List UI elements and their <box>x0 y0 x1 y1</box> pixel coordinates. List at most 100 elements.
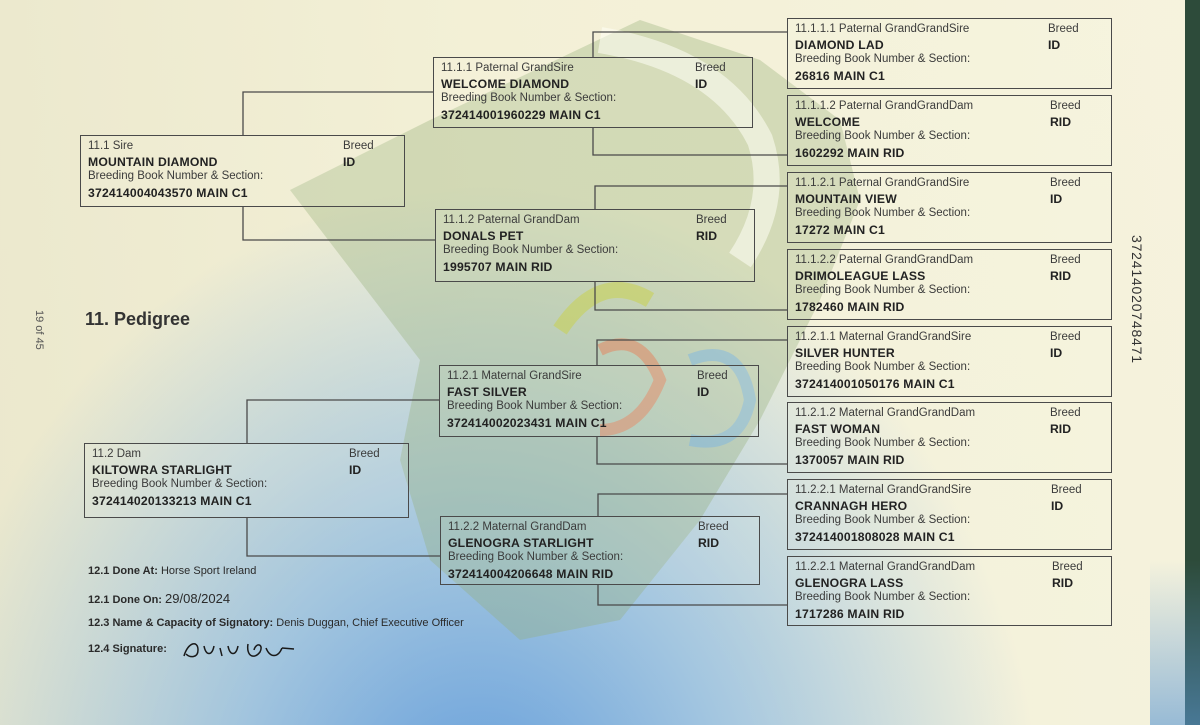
breed-label: Breed <box>1050 407 1081 419</box>
entry-label: 11.2 Dam <box>92 448 142 460</box>
maternal-grandsire-box: 11.2.1 Maternal GrandSire FAST SILVER Br… <box>439 365 759 437</box>
breed-label: Breed <box>695 62 726 74</box>
horse-name: FAST WOMAN <box>795 422 881 436</box>
book-label: Breeding Book Number & Section: <box>795 207 971 219</box>
book-number: 17272 MAIN C1 <box>795 223 885 237</box>
entry-label: 11.1.2.1 Paternal GrandGrandSire <box>795 177 970 189</box>
horse-name: WELCOME <box>795 115 861 129</box>
breed-value: ID <box>695 77 708 91</box>
breed-label: Breed <box>349 448 380 460</box>
maternal-grandgrandsire-box-1: 11.2.1.1 Maternal GrandGrandSire SILVER … <box>787 326 1112 397</box>
book-label: Breeding Book Number & Section: <box>795 284 971 296</box>
breed-label: Breed <box>1052 561 1083 573</box>
breed-value: ID <box>1050 192 1063 206</box>
breed-value: RID <box>696 229 717 243</box>
entry-label: 11.1 Sire <box>88 140 134 152</box>
book-label: Breeding Book Number & Section: <box>795 437 971 449</box>
breed-label: Breed <box>1050 254 1081 266</box>
entry-label: 11.2.2.1 Maternal GrandGrandDam <box>795 561 976 573</box>
breed-label: Breed <box>1050 100 1081 112</box>
book-number: 1995707 MAIN RID <box>443 260 553 274</box>
book-label: Breeding Book Number & Section: <box>443 244 619 256</box>
signature-label: 12.4 Signature: <box>88 643 167 655</box>
entry-label: 11.2.1.1 Maternal GrandGrandSire <box>795 331 972 343</box>
page-edge <box>1185 0 1200 725</box>
paternal-grandsire-box: 11.1.1 Paternal GrandSire WELCOME DIAMON… <box>433 57 753 128</box>
book-number: 372414004043570 MAIN C1 <box>88 186 248 200</box>
breed-label: Breed <box>1050 177 1081 189</box>
breed-label: Breed <box>1051 484 1082 496</box>
book-label: Breeding Book Number & Section: <box>88 170 264 182</box>
breed-value: RID <box>1052 576 1073 590</box>
paternal-grandgrandsire-box-2: 11.1.2.1 Paternal GrandGrandSire MOUNTAI… <box>787 172 1112 243</box>
book-number: 1370057 MAIN RID <box>795 453 905 467</box>
signatory-label: 12.3 Name & Capacity of Signatory: <box>88 617 274 629</box>
breed-value: RID <box>698 536 719 550</box>
horse-name: KILTOWRA STARLIGHT <box>92 463 232 477</box>
dam-box: 11.2 Dam KILTOWRA STARLIGHT Breeding Boo… <box>84 443 409 518</box>
book-label: Breeding Book Number & Section: <box>795 591 971 603</box>
book-label: Breeding Book Number & Section: <box>795 53 971 65</box>
horse-name: DIAMOND LAD <box>795 38 884 52</box>
signatory-value: Denis Duggan, Chief Executive Officer <box>276 617 464 629</box>
done-on-label: 12.1 Done On: <box>88 594 162 606</box>
entry-label: 11.2.1.2 Maternal GrandGrandDam <box>795 407 976 419</box>
book-number: 372414002023431 MAIN C1 <box>447 416 607 430</box>
horse-name: SILVER HUNTER <box>795 346 895 360</box>
horse-name: CRANNAGH HERO <box>795 499 908 513</box>
breed-value: ID <box>1051 499 1064 513</box>
horse-name: GLENOGRA STARLIGHT <box>448 536 594 550</box>
breed-label: Breed <box>1048 23 1079 35</box>
signatory-row: 12.3 Name & Capacity of Signatory: Denis… <box>88 617 464 629</box>
breed-value: ID <box>1048 38 1061 52</box>
breed-value: RID <box>1050 269 1071 283</box>
book-number: 1782460 MAIN RID <box>795 300 905 314</box>
horse-name: WELCOME DIAMOND <box>441 77 570 91</box>
maternal-grandgrandsire-box-2: 11.2.2.1 Maternal GrandGrandSire CRANNAG… <box>787 479 1112 550</box>
book-label: Breeding Book Number & Section: <box>795 130 971 142</box>
paternal-grandgrandsire-box-1: 11.1.1.1 Paternal GrandGrandSire DIAMOND… <box>787 18 1112 89</box>
horse-name: MOUNTAIN VIEW <box>795 192 897 206</box>
book-label: Breeding Book Number & Section: <box>795 361 971 373</box>
paternal-granddam-box: 11.1.2 Paternal GrandDam DONALS PET Bree… <box>435 209 755 282</box>
entry-label: 11.1.1.2 Paternal GrandGrandDam <box>795 100 974 112</box>
horse-name: DONALS PET <box>443 229 524 243</box>
book-label: Breeding Book Number & Section: <box>92 478 268 490</box>
book-number: 1602292 MAIN RID <box>795 146 905 160</box>
sire-box: 11.1 Sire MOUNTAIN DIAMOND Breeding Book… <box>80 135 405 207</box>
background-shadow <box>1150 560 1200 725</box>
book-label: Breeding Book Number & Section: <box>447 400 623 412</box>
breed-value: ID <box>1050 346 1063 360</box>
page-number: 19 of 45 <box>33 310 45 350</box>
book-number: 372414001808028 MAIN C1 <box>795 530 955 544</box>
breed-label: Breed <box>696 214 727 226</box>
maternal-granddam-box: 11.2.2 Maternal GrandDam GLENOGRA STARLI… <box>440 516 760 585</box>
maternal-grandgranddam-box-2: 11.2.2.1 Maternal GrandGrandDam GLENOGRA… <box>787 556 1112 626</box>
breed-value: RID <box>1050 422 1071 436</box>
breed-label: Breed <box>1050 331 1081 343</box>
paternal-grandgranddam-box-1: 11.1.1.2 Paternal GrandGrandDam WELCOME … <box>787 95 1112 166</box>
book-number: 372414004206648 MAIN RID <box>448 567 614 581</box>
signature-mark <box>183 643 295 658</box>
book-number: 372414001960229 MAIN C1 <box>441 108 601 122</box>
breed-label: Breed <box>697 370 728 382</box>
book-number: 372414020133213 MAIN C1 <box>92 494 252 508</box>
done-at-label: 12.1 Done At: <box>88 565 158 577</box>
maternal-grandgranddam-box-1: 11.2.1.2 Maternal GrandGrandDam FAST WOM… <box>787 402 1112 473</box>
book-label: Breeding Book Number & Section: <box>795 514 971 526</box>
horse-name: GLENOGRA LASS <box>795 576 904 590</box>
breed-value: RID <box>1050 115 1071 129</box>
horse-name: DRIMOLEAGUE LASS <box>795 269 926 283</box>
passport-id-vertical: 372414020748471 <box>1129 235 1145 364</box>
entry-label: 11.2.2.1 Maternal GrandGrandSire <box>795 484 972 496</box>
book-label: Breeding Book Number & Section: <box>448 551 624 563</box>
breed-label: Breed <box>698 521 729 533</box>
entry-label: 11.1.1 Paternal GrandSire <box>441 62 574 74</box>
paternal-grandgranddam-box-2: 11.1.2.2 Paternal GrandGrandDam DRIMOLEA… <box>787 249 1112 320</box>
done-at-row: 12.1 Done At: Horse Sport Ireland <box>88 565 256 577</box>
done-on-value: 29/08/2024 <box>165 591 231 606</box>
breed-value: ID <box>349 463 362 477</box>
